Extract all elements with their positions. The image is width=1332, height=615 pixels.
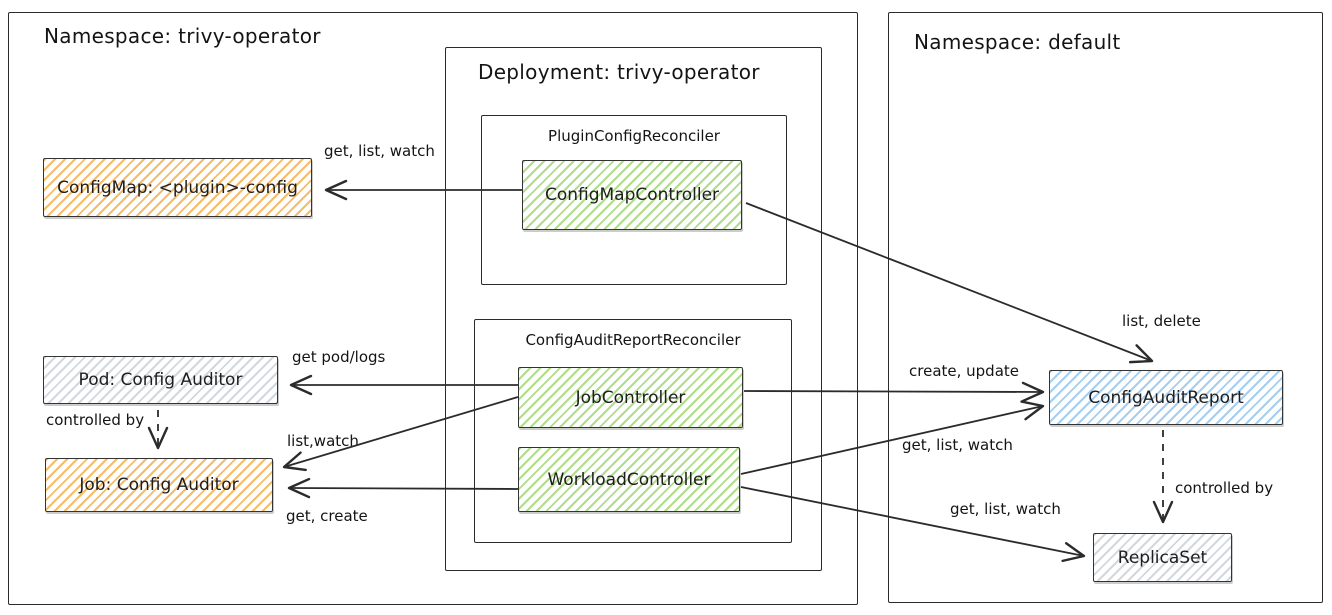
node-configmap-plugin-config: ConfigMap: <plugin>-config	[43, 158, 312, 217]
node-pod-config-auditor: Pod: Config Auditor	[43, 356, 278, 404]
namespace-default-title: Namespace: default	[914, 30, 1121, 54]
node-workload-controller: WorkloadController	[518, 447, 740, 512]
plugin-config-reconciler-frame: PluginConfigReconciler	[481, 115, 787, 285]
edge-label-list-delete: list, delete	[1122, 312, 1201, 330]
edge-label-get-list-watch-configmap: get, list, watch	[324, 142, 435, 160]
deployment-title: Deployment: trivy-operator	[478, 60, 760, 84]
edge-label-controlled-by-pod-job: controlled by	[46, 411, 145, 429]
edge-label-controlled-by-report-replicaset: controlled by	[1175, 479, 1274, 497]
edge-label-get-list-watch-report: get, list, watch	[902, 436, 1013, 454]
config-audit-report-reconciler-title: ConfigAuditReportReconciler	[525, 331, 741, 349]
node-configmap-controller: ConfigMapController	[522, 160, 742, 230]
edge-label-get-create: get, create	[286, 507, 368, 525]
node-replicaset: ReplicaSet	[1093, 533, 1232, 582]
node-job-controller: JobController	[518, 367, 743, 428]
namespace-trivy-operator-title: Namespace: trivy-operator	[44, 24, 321, 48]
edge-label-get-list-watch-replicaset: get, list, watch	[950, 500, 1061, 518]
node-job-config-auditor: Job: Config Auditor	[45, 458, 273, 512]
edge-label-get-pod-logs: get pod/logs	[292, 348, 386, 366]
plugin-config-reconciler-title: PluginConfigReconciler	[548, 127, 720, 145]
node-config-audit-report: ConfigAuditReport	[1049, 370, 1283, 425]
edge-label-list-watch: list,watch	[287, 432, 359, 450]
edge-label-create-update: create, update	[909, 362, 1020, 380]
